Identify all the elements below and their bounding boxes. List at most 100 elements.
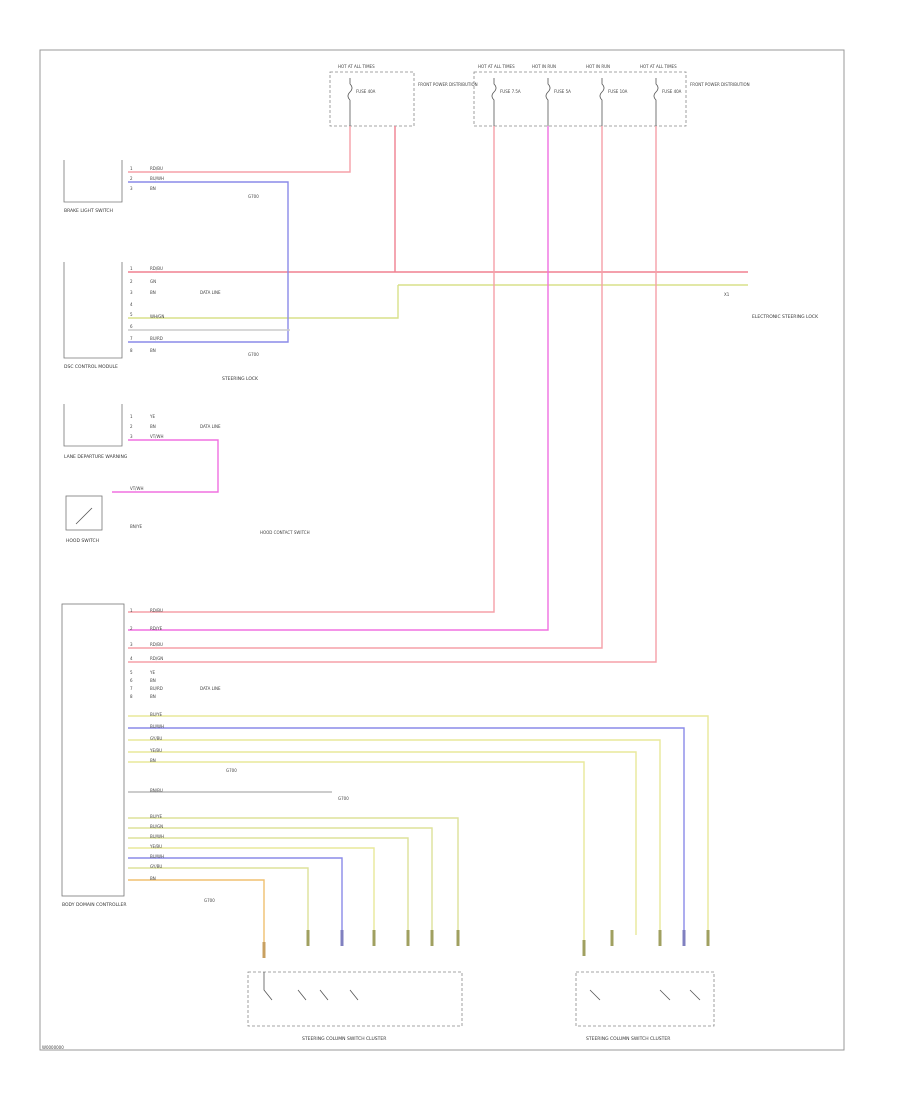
wire-label: BU/YE — [150, 814, 162, 819]
wire-label: BN/BU — [150, 788, 163, 793]
fuse-rating: FUSE 10A — [608, 89, 628, 94]
svg-text:6: 6 — [130, 678, 133, 683]
component-lane-departure: LANE DEPARTURE WARNING DATA LINE — [63, 404, 221, 460]
wire-label: BU/YE — [150, 712, 162, 717]
wire-label: BN — [150, 348, 156, 353]
component-dsc-module: DSC CONTROL MODULE G700 DATA LINE — [63, 262, 259, 370]
ground-note: G700 — [338, 796, 349, 801]
component-caption: LANE DEPARTURE WARNING — [64, 454, 128, 460]
wire-label: YE — [149, 670, 155, 675]
wire-label: YE/BU — [149, 844, 162, 849]
data-note: DATA LINE — [200, 686, 221, 691]
svg-text:3: 3 — [130, 642, 133, 647]
fuse-box-front-right: HOT AT ALL TIMES HOT IN RUN HOT IN RUN H… — [473, 64, 750, 127]
svg-text:3: 3 — [130, 290, 133, 295]
wire-label: BN — [150, 290, 156, 295]
svg-text:8: 8 — [130, 348, 133, 353]
svg-text:1: 1 — [130, 608, 133, 613]
ground-note: G700 — [226, 768, 237, 773]
component-brake-light-switch: BRAKE LIGHT SWITCH G700 — [63, 160, 259, 214]
fuse-rating: FUSE 7.5A — [500, 89, 521, 94]
component-electronic-steering-lock: ELECTRONIC STEERING LOCK X1 — [724, 292, 819, 320]
svg-text:2: 2 — [130, 279, 133, 284]
svg-text:5: 5 — [130, 670, 133, 675]
wire-label: BU/WH — [150, 724, 164, 729]
diagram-frame — [39, 49, 845, 1051]
wire-label: BU/RD — [150, 686, 163, 691]
svg-text:5: 5 — [130, 312, 133, 317]
fuse-rating: FUSE 40A — [662, 89, 682, 94]
wire-label: BU/WH — [150, 854, 164, 859]
wire-label: YE — [149, 414, 155, 419]
fuse-header: HOT AT ALL TIMES — [338, 64, 375, 69]
ground-note: G700 — [204, 898, 215, 903]
component-caption: BODY DOMAIN CONTROLLER — [62, 902, 127, 908]
component-caption: STEERING COLUMN SWITCH CLUSTER — [302, 1036, 386, 1042]
component-caption: ELECTRONIC STEERING LOCK — [752, 314, 819, 320]
wire-label: RD/GN — [150, 656, 163, 661]
data-note: DATA LINE — [200, 290, 221, 295]
wire-label: GN — [150, 279, 156, 284]
wire-label: BN — [150, 186, 156, 191]
switch-cluster-left: STEERING COLUMN SWITCH CLUSTER — [247, 971, 463, 1042]
data-note: DATA LINE — [200, 424, 221, 429]
wire-label: VT/WH — [130, 486, 144, 491]
wire-label: RD/BU — [150, 642, 163, 647]
wire-label: BU/WH — [150, 834, 164, 839]
svg-text:6: 6 — [130, 324, 133, 329]
component-caption: STEERING COLUMN SWITCH CLUSTER — [586, 1036, 670, 1042]
wire-label: VT/WH — [150, 434, 164, 439]
component-caption: HOOD SWITCH — [66, 538, 99, 544]
wire-label: BN/YE — [130, 524, 143, 529]
svg-text:1: 1 — [130, 414, 133, 419]
fuse-box-caption: FRONT POWER DISTRIBUTION — [690, 82, 750, 87]
svg-text:2: 2 — [130, 176, 133, 181]
diagram-code: W0000000 — [42, 1045, 64, 1050]
svg-text:3: 3 — [130, 186, 133, 191]
component-caption: STEERING LOCK — [222, 376, 259, 382]
svg-text:8: 8 — [130, 694, 133, 699]
svg-text:4: 4 — [130, 302, 133, 307]
fuse-rating: FUSE 40A — [356, 89, 376, 94]
wire-label: BU/WH — [150, 176, 164, 181]
component-hood-switch: HOOD SWITCH HOOD CONTACT SWITCH — [65, 495, 310, 544]
component-steering-lock: STEERING LOCK — [222, 376, 259, 382]
wire-label: BU/RD — [150, 336, 163, 341]
component-body-controller: BODY DOMAIN CONTROLLER DATA LINE G700 G7… — [61, 603, 349, 908]
svg-text:2: 2 — [130, 424, 133, 429]
wire-label: WH/GN — [150, 314, 164, 319]
wire-label: BN — [150, 694, 156, 699]
fuse-header: HOT IN RUN — [586, 64, 610, 69]
fuse-box-front-left: HOT AT ALL TIMES FUSE 40A FRONT POWER DI… — [329, 64, 478, 127]
svg-text:7: 7 — [130, 336, 133, 341]
wires — [112, 126, 748, 945]
fuse-header: HOT AT ALL TIMES — [640, 64, 677, 69]
wire-label: BU/GN — [150, 824, 163, 829]
wire-label: RD/BU — [150, 608, 163, 613]
switch-cluster-right: STEERING COLUMN SWITCH CLUSTER — [575, 971, 715, 1042]
wire-label: BN — [150, 758, 156, 763]
wire-label: BN — [150, 424, 156, 429]
svg-text:7: 7 — [130, 686, 133, 691]
wire-label: YE/BU — [149, 748, 162, 753]
fuse-header: HOT IN RUN — [532, 64, 556, 69]
wire-label: RD/BU — [150, 166, 163, 171]
svg-text:1: 1 — [130, 166, 133, 171]
wire-label: BN — [150, 876, 156, 881]
wire-label: GY/BU — [150, 736, 162, 741]
svg-text:4: 4 — [130, 656, 133, 661]
fuse-box-caption: FRONT POWER DISTRIBUTION — [418, 82, 478, 87]
fuse-header: HOT AT ALL TIMES — [478, 64, 515, 69]
wire-label: GY/BU — [150, 864, 162, 869]
connector-note: X1 — [724, 292, 730, 297]
wire-label: RD/BU — [150, 266, 163, 271]
svg-text:3: 3 — [130, 434, 133, 439]
svg-text:1: 1 — [130, 266, 133, 271]
component-caption: DSC CONTROL MODULE — [64, 364, 118, 370]
connector-stubs — [262, 930, 710, 958]
wire-labels: RD/BU BU/WH BN RD/BU GN BN WH/GN BU/RD B… — [130, 166, 164, 881]
fuse-rating: FUSE 5A — [554, 89, 571, 94]
hood-note: HOOD CONTACT SWITCH — [260, 530, 310, 535]
